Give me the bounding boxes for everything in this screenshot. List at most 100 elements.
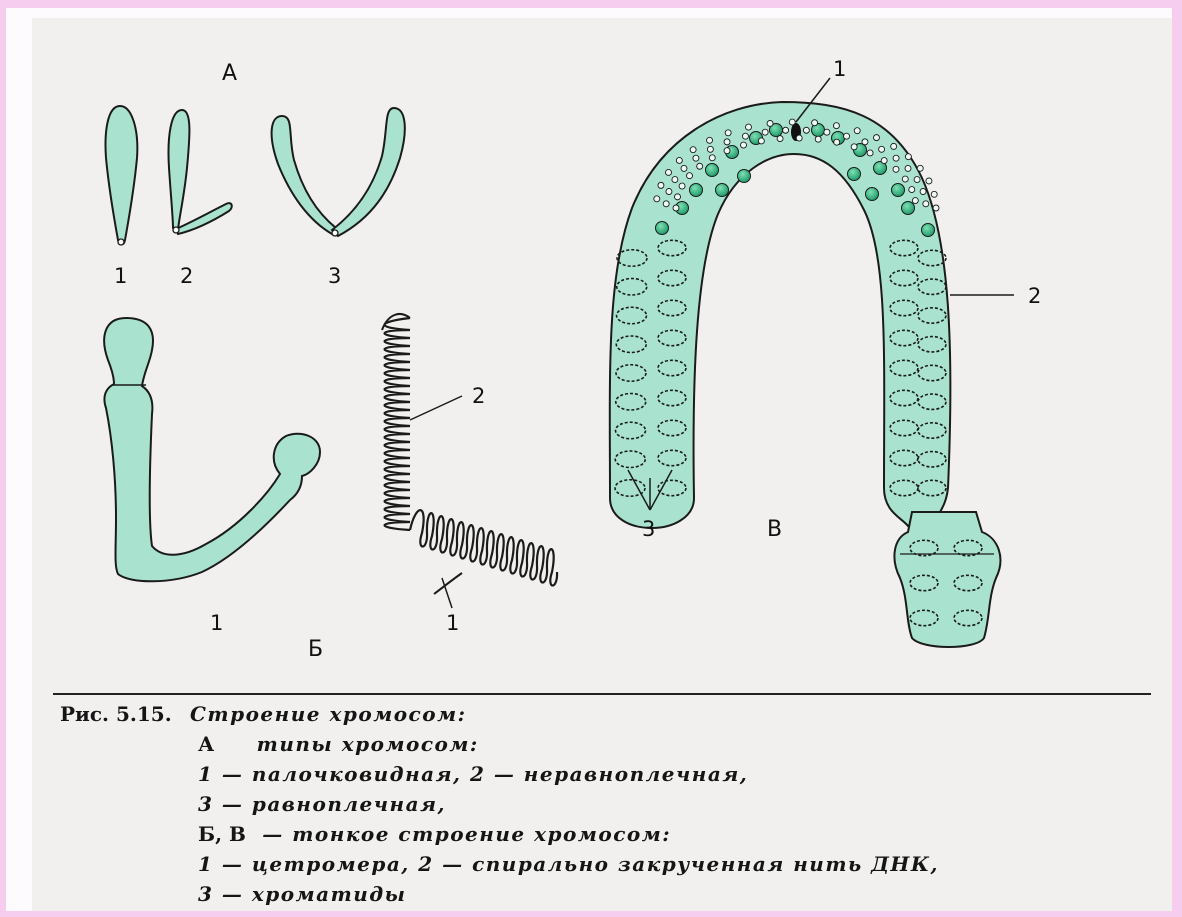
- chromatin-granule: [912, 198, 918, 204]
- chromatin-granule: [879, 146, 885, 152]
- chromatin-granule: [851, 144, 857, 150]
- chromatin-granule: [933, 205, 939, 211]
- type-2-label: 2: [180, 264, 193, 288]
- chromatin-granule: [844, 133, 850, 139]
- chromatin-granule: [654, 196, 660, 202]
- chromatin-granule: [724, 148, 730, 154]
- chromatin-granule: [672, 177, 678, 183]
- chromosome-figure: А 1 2 3 1 2: [32, 18, 1172, 688]
- chromatin-granule: [679, 183, 685, 189]
- chromatin-granule: [909, 187, 915, 193]
- chromatin-granule: [893, 155, 899, 161]
- chromatin-granule: [676, 157, 682, 163]
- chromosome-rod-shaped: [106, 106, 138, 245]
- spiral-dna-thread: [382, 314, 557, 594]
- chromatin-bead: [706, 164, 719, 177]
- chromatin-granule: [914, 177, 920, 183]
- chromatin-granule: [709, 155, 715, 161]
- chromatin-granule: [658, 182, 664, 188]
- chromatin-granule: [741, 142, 747, 148]
- chromatin-bead: [922, 224, 935, 237]
- chromatin-granule: [762, 129, 768, 135]
- chromatin-granule: [742, 133, 748, 139]
- chromatin-granule: [666, 189, 672, 195]
- chromatin-bead: [656, 222, 669, 235]
- chromatin-granule: [767, 120, 773, 126]
- v-spiral-label: 2: [1028, 284, 1041, 308]
- chromatin-granule: [681, 165, 687, 171]
- chromatin-granule: [891, 143, 897, 149]
- type-3-label: 3: [328, 264, 341, 288]
- chromatin-granule: [931, 191, 937, 197]
- chromatin-granule: [854, 128, 860, 134]
- chromatin-granule: [724, 139, 730, 145]
- chromatin-granule: [893, 166, 899, 172]
- type-1-label: 1: [114, 264, 127, 288]
- caption-line-4: 3 — хроматиды: [198, 881, 407, 908]
- caption-bv-text: — тонкое строение хромосом:: [262, 822, 671, 846]
- caption-line-3: 1 — цетромера, 2 — спирально закрученная…: [198, 851, 939, 878]
- chromatin-granule: [783, 127, 789, 133]
- b-spiral-label: 2: [472, 384, 485, 408]
- textbook-page-scan: А 1 2 3 1 2: [32, 18, 1172, 911]
- panel-b-label: Б: [308, 637, 323, 662]
- caption-figure-ref: Рис. 5.15.: [60, 702, 172, 726]
- chromatin-granule: [707, 146, 713, 152]
- chromatin-bead: [716, 184, 729, 197]
- caption-a-key: А: [198, 732, 214, 756]
- chromatin-bead: [848, 168, 861, 181]
- chromatin-granule: [675, 194, 681, 200]
- chromatin-granule: [697, 163, 703, 169]
- chromatin-granule: [902, 176, 908, 182]
- chromatin-granule: [758, 138, 764, 144]
- b-centromere-label: 1: [210, 611, 223, 635]
- chromatin-granule: [824, 129, 830, 135]
- chromatin-granule: [707, 137, 713, 143]
- caption-divider: [53, 693, 1151, 695]
- caption-line-2: 3 — равноплечная,: [198, 791, 446, 818]
- chromatin-granule: [862, 139, 868, 145]
- chromosome-unequal-arm: [169, 110, 232, 234]
- chromatin-granule: [666, 169, 672, 175]
- chromatin-granule: [693, 155, 699, 161]
- chromatin-granule: [812, 120, 818, 126]
- panel-a-label: А: [222, 61, 237, 86]
- chromatin-bead: [902, 202, 915, 215]
- caption-title: Строение хромосом:: [190, 702, 466, 726]
- chromatin-granule: [687, 173, 693, 179]
- chromatin-bead: [866, 188, 879, 201]
- chromosome-arch-v: [610, 102, 1001, 647]
- chromatin-granule: [833, 123, 839, 129]
- v-chromatids-label: 3: [642, 517, 655, 541]
- chromatin-granule: [796, 135, 802, 141]
- caption-bv-key: Б, В: [198, 822, 246, 846]
- chromatin-granule: [923, 201, 929, 207]
- chromatin-granule: [673, 205, 679, 211]
- chromatin-granule: [873, 135, 879, 141]
- chromatin-granule: [834, 139, 840, 145]
- chromatin-granule: [803, 127, 809, 133]
- chromatin-granule: [905, 165, 911, 171]
- chromatin-granule: [746, 124, 752, 130]
- chromatin-granule: [881, 158, 887, 164]
- chromatin-bead: [738, 170, 751, 183]
- chromatin-granule: [920, 189, 926, 195]
- chromatin-granule: [663, 201, 669, 207]
- chromatin-granule: [926, 178, 932, 184]
- chromosome-detailed-b: [104, 318, 320, 581]
- chromatin-granule: [917, 165, 923, 171]
- chromatin-granule: [789, 119, 795, 125]
- panel-v-label: В: [767, 517, 782, 542]
- chromatin-granule: [690, 147, 696, 153]
- chromatin-granule: [867, 150, 873, 156]
- chromatin-granule: [905, 154, 911, 160]
- chromatin-bead: [892, 184, 905, 197]
- chromosome-equal-arm: [272, 108, 405, 236]
- chromatin-bead: [690, 184, 703, 197]
- chromatin-granule: [725, 130, 731, 136]
- caption-a-text: типы хромосом:: [257, 732, 479, 756]
- v-centromere-label: 1: [833, 57, 846, 81]
- chromatin-granule: [777, 136, 783, 142]
- chromatin-granule: [815, 136, 821, 142]
- b-fiber-label: 1: [446, 611, 459, 635]
